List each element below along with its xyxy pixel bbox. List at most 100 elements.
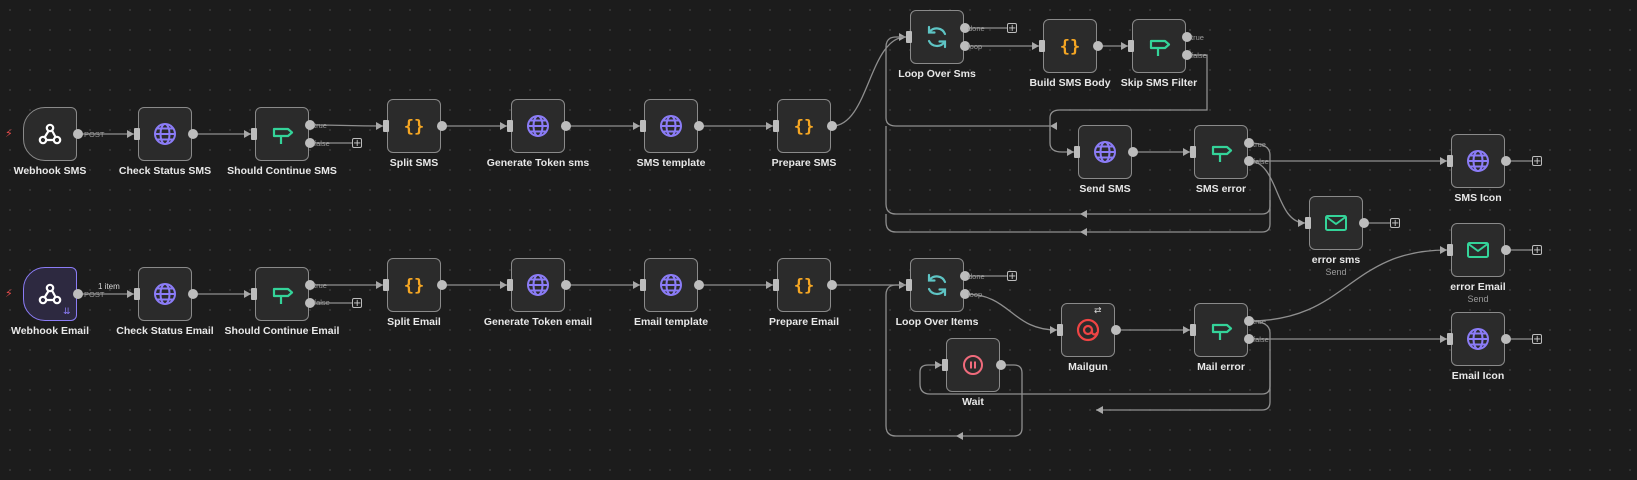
input-handle[interactable]: [251, 128, 257, 140]
output-handle[interactable]: [960, 289, 970, 299]
add-node-button[interactable]: +: [1532, 156, 1542, 167]
connection-line[interactable]: [885, 200, 1271, 233]
output-handle[interactable]: [1501, 334, 1511, 344]
output-handle[interactable]: [437, 280, 447, 290]
input-handle[interactable]: [773, 120, 779, 132]
output-handle[interactable]: [1111, 325, 1121, 335]
output-handle[interactable]: [960, 23, 970, 33]
add-node-button[interactable]: +: [352, 298, 362, 309]
output-handle[interactable]: [694, 121, 704, 131]
output-handle[interactable]: [1244, 138, 1254, 148]
output-handle[interactable]: [73, 129, 83, 139]
add-node-button[interactable]: +: [1007, 23, 1017, 34]
connection-line[interactable]: [831, 36, 907, 127]
email-template-node[interactable]: [644, 258, 698, 312]
output-handle[interactable]: [305, 120, 315, 130]
connection-line[interactable]: [1049, 54, 1208, 153]
input-handle[interactable]: [906, 279, 912, 291]
webhook-email-node[interactable]: [23, 267, 77, 321]
input-handle[interactable]: [773, 279, 779, 291]
check-status-sms-node[interactable]: [138, 107, 192, 161]
mailgun-node[interactable]: [1061, 303, 1115, 357]
add-node-button[interactable]: +: [352, 138, 362, 149]
mail-error-node[interactable]: [1194, 303, 1248, 357]
connection-line[interactable]: [1096, 320, 1271, 411]
input-handle[interactable]: [251, 288, 257, 300]
output-handle[interactable]: [305, 138, 315, 148]
input-handle[interactable]: [1447, 155, 1453, 167]
input-handle[interactable]: [383, 120, 389, 132]
input-handle[interactable]: [1190, 146, 1196, 158]
send-sms-node[interactable]: [1078, 125, 1132, 179]
input-handle[interactable]: [942, 359, 948, 371]
connection-line[interactable]: [919, 360, 1271, 395]
loop-over-sms-node[interactable]: [910, 10, 964, 64]
input-handle[interactable]: [640, 120, 646, 132]
output-handle[interactable]: [1244, 156, 1254, 166]
should-continue-email-node[interactable]: [255, 267, 309, 321]
generate-token-sms-node[interactable]: [511, 99, 565, 153]
split-email-node[interactable]: {}: [387, 258, 441, 312]
input-handle[interactable]: [1305, 217, 1311, 229]
output-handle[interactable]: [561, 121, 571, 131]
sms-error-node[interactable]: [1194, 125, 1248, 179]
input-handle[interactable]: [1039, 40, 1045, 52]
input-handle[interactable]: [1057, 324, 1063, 336]
output-handle[interactable]: [827, 280, 837, 290]
prepare-sms-node[interactable]: {}: [777, 99, 831, 153]
output-handle[interactable]: [437, 121, 447, 131]
add-node-button[interactable]: +: [1007, 271, 1017, 282]
output-handle[interactable]: [188, 129, 198, 139]
output-handle[interactable]: [1359, 218, 1369, 228]
output-handle[interactable]: [188, 289, 198, 299]
output-handle[interactable]: [694, 280, 704, 290]
input-handle[interactable]: [507, 279, 513, 291]
input-handle[interactable]: [1128, 40, 1134, 52]
add-node-button[interactable]: +: [1390, 218, 1400, 229]
should-continue-sms-node[interactable]: [255, 107, 309, 161]
loop-over-items-node[interactable]: [910, 258, 964, 312]
connection-line[interactable]: [885, 126, 1271, 215]
output-handle[interactable]: [1501, 156, 1511, 166]
webhook-sms-node[interactable]: [23, 107, 77, 161]
connection-line[interactable]: [309, 124, 384, 127]
error-sms-node[interactable]: [1309, 196, 1363, 250]
output-handle[interactable]: [1128, 147, 1138, 157]
connection-line[interactable]: [885, 36, 1050, 127]
input-handle[interactable]: [640, 279, 646, 291]
input-handle[interactable]: [1447, 244, 1453, 256]
sms-icon-node[interactable]: [1451, 134, 1505, 188]
check-status-email-node[interactable]: [138, 267, 192, 321]
connection-line[interactable]: [1248, 160, 1306, 224]
split-sms-node[interactable]: {}: [387, 99, 441, 153]
output-handle[interactable]: [827, 121, 837, 131]
connection-line[interactable]: [885, 284, 1023, 437]
wait-node[interactable]: [946, 338, 1000, 392]
output-handle[interactable]: [1244, 316, 1254, 326]
input-handle[interactable]: [1190, 324, 1196, 336]
error-email-node[interactable]: [1451, 223, 1505, 277]
input-handle[interactable]: [134, 288, 140, 300]
prepare-email-node[interactable]: {}: [777, 258, 831, 312]
input-handle[interactable]: [507, 120, 513, 132]
output-handle[interactable]: [1093, 41, 1103, 51]
connection-line[interactable]: [964, 293, 1058, 331]
output-handle[interactable]: [960, 41, 970, 51]
output-handle[interactable]: [73, 289, 83, 299]
output-handle[interactable]: [1244, 334, 1254, 344]
input-handle[interactable]: [906, 31, 912, 43]
email-icon-node[interactable]: [1451, 312, 1505, 366]
add-node-button[interactable]: +: [1532, 334, 1542, 345]
sms-template-node[interactable]: [644, 99, 698, 153]
output-handle[interactable]: [1501, 245, 1511, 255]
output-handle[interactable]: [1182, 50, 1192, 60]
output-handle[interactable]: [561, 280, 571, 290]
add-node-button[interactable]: +: [1532, 245, 1542, 256]
output-handle[interactable]: [305, 280, 315, 290]
output-handle[interactable]: [1182, 32, 1192, 42]
output-handle[interactable]: [305, 298, 315, 308]
output-handle[interactable]: [996, 360, 1006, 370]
input-handle[interactable]: [1074, 146, 1080, 158]
skip-sms-filter-node[interactable]: [1132, 19, 1186, 73]
input-handle[interactable]: [134, 128, 140, 140]
